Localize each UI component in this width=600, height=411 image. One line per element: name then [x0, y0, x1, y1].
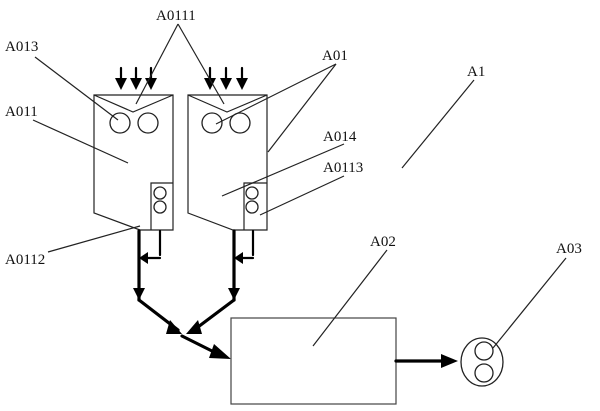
label-a0111: A0111	[156, 8, 196, 24]
label-a01: A01	[322, 48, 348, 64]
left-roller-2	[137, 112, 159, 134]
a02-box	[230, 317, 397, 405]
left-top-divider	[93, 94, 174, 113]
right-vessel	[187, 94, 268, 231]
left-small-roller-2	[153, 200, 167, 214]
a03-unit	[460, 337, 504, 387]
right-discharge	[228, 229, 255, 302]
left-discharge	[133, 229, 162, 302]
right-inner-compartment	[243, 182, 267, 230]
output-arrow	[394, 354, 458, 368]
label-a014: A014	[323, 129, 357, 145]
right-small-roller-2	[245, 200, 259, 214]
label-a0113: A0113	[323, 160, 363, 176]
label-a013: A013	[5, 39, 38, 55]
left-small-roller-1	[153, 186, 167, 200]
label-a1: A1	[467, 64, 485, 80]
right-roller-1	[201, 112, 223, 134]
left-vessel	[93, 94, 174, 231]
left-feed-arrows	[115, 66, 157, 90]
merge-lines	[137, 298, 236, 359]
label-a011: A011	[5, 104, 38, 120]
label-a0112: A0112	[5, 252, 45, 268]
right-small-roller-1	[245, 186, 259, 200]
left-inner-compartment	[150, 182, 173, 230]
leader-lines	[32, 23, 567, 349]
label-a03: A03	[556, 241, 582, 257]
right-top-divider	[187, 94, 268, 113]
right-roller-2	[229, 112, 251, 134]
label-a02: A02	[370, 234, 396, 250]
right-feed-arrows	[204, 66, 248, 90]
